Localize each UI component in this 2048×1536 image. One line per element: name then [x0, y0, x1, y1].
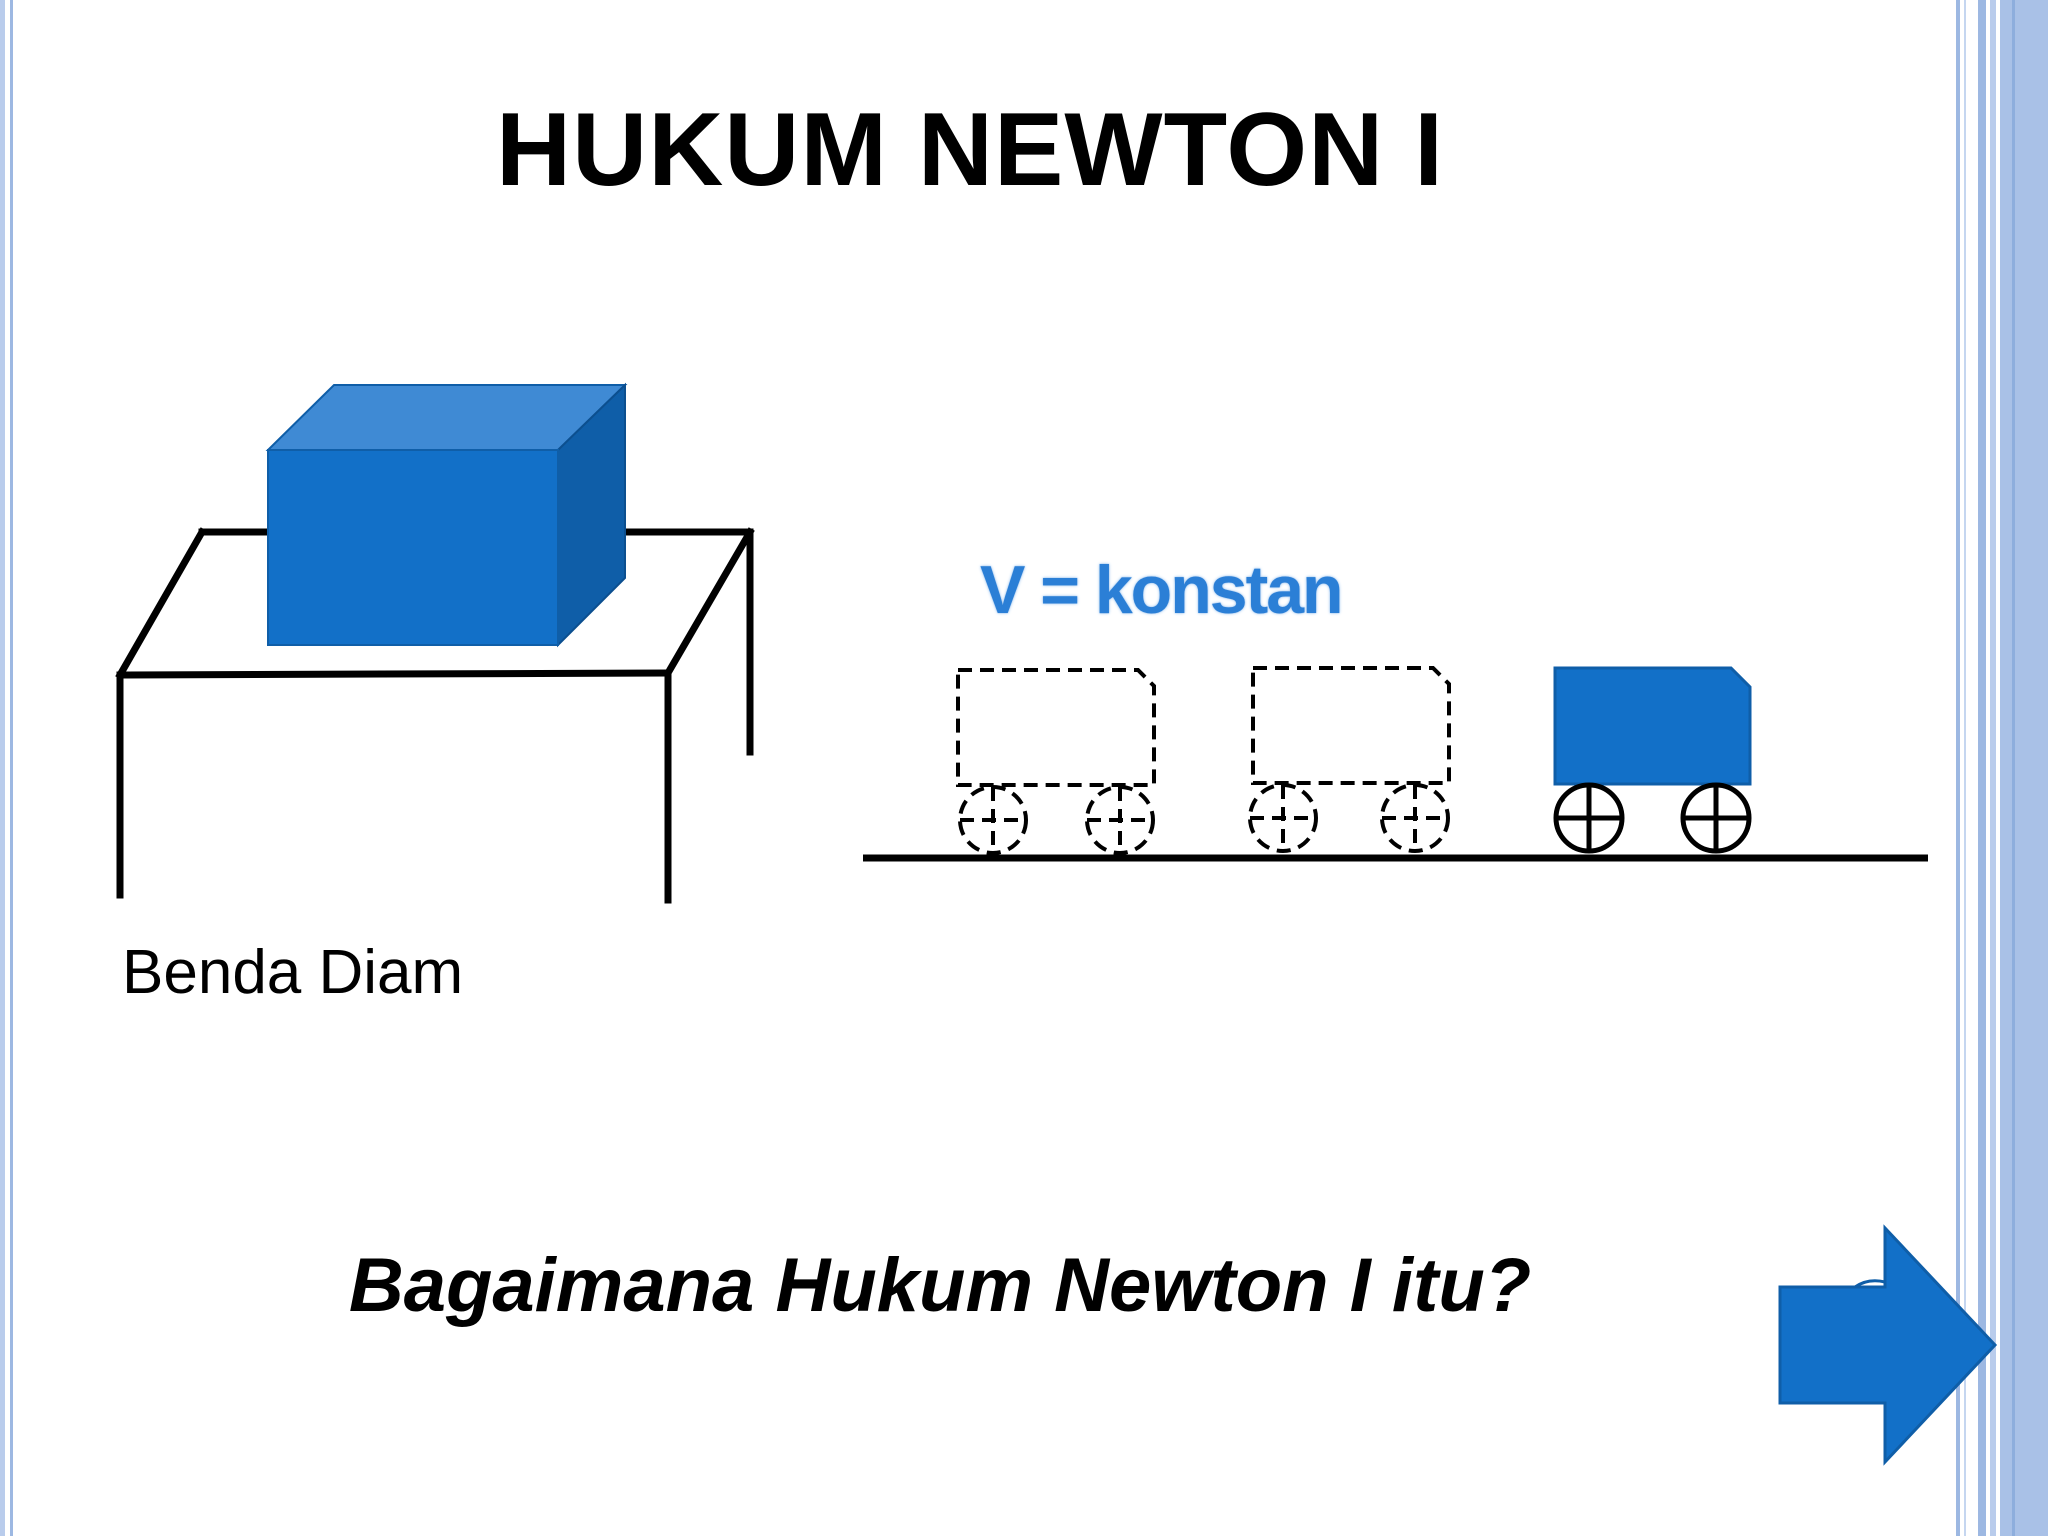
right-frame-line-4 — [1990, 0, 1996, 1536]
ghost-cart-2-wheel-left — [1248, 783, 1318, 853]
moving-cart — [1553, 666, 1752, 854]
right-frame-line-1 — [1956, 0, 1960, 1536]
object-at-rest-caption: Benda Diam — [122, 938, 464, 1007]
left-frame-outer — [0, 0, 5, 1536]
next-slide-button[interactable] — [1778, 1224, 1998, 1466]
box-illustration — [265, 382, 628, 648]
table-right-edge — [663, 527, 755, 678]
right-frame-line-3 — [1978, 0, 1986, 1536]
right-frame-line-2 — [1964, 0, 1966, 1536]
moving-cart-body — [1553, 666, 1752, 786]
ghost-cart-1-body — [956, 668, 1156, 787]
arrow-highlight — [1854, 1279, 1886, 1289]
velocity-label: V = konstan — [980, 552, 1344, 628]
ghost-cart-2-wheel-right — [1380, 783, 1450, 853]
table-left-edge — [115, 527, 207, 680]
moving-cart-wheel-right — [1680, 782, 1752, 854]
box-front-face — [267, 449, 559, 646]
ghost-cart-1-wheel-right — [1085, 785, 1155, 855]
left-frame-inner — [10, 0, 13, 1536]
right-frame-band — [2000, 0, 2048, 1536]
ghost-cart-1 — [956, 668, 1156, 855]
question-text: Bagaimana Hukum Newton I itu? — [348, 1243, 1532, 1328]
slide-title: HUKUM NEWTON I — [495, 92, 1445, 208]
ghost-cart-1-wheel-left — [958, 785, 1028, 855]
ghost-cart-2 — [1248, 666, 1451, 853]
ghost-cart-2-body — [1251, 666, 1451, 785]
right-arrow-icon[interactable] — [1778, 1224, 1998, 1466]
table-front-edge — [116, 669, 672, 679]
right-frame-band-line — [2012, 0, 2015, 1536]
moving-cart-wheel-left — [1553, 782, 1625, 854]
